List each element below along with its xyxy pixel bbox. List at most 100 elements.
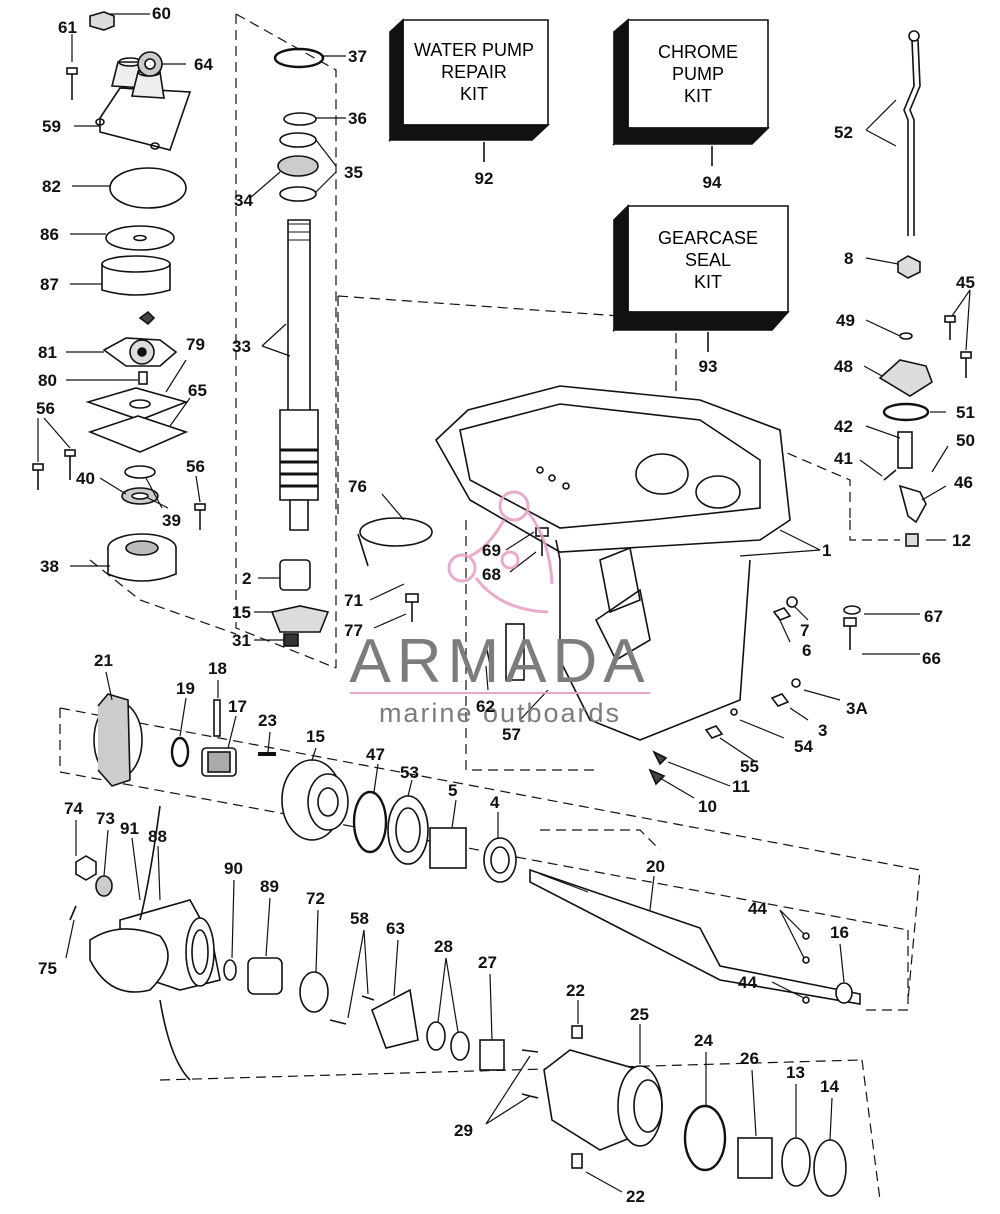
clutch-dog	[201, 747, 237, 777]
callout-36: 36	[348, 109, 367, 128]
water-pump-kit-box	[388, 18, 551, 143]
water-pump-kit-ref: 92	[475, 169, 494, 188]
callout-49: 49	[836, 311, 855, 330]
propeller-logo-icon	[447, 490, 554, 614]
callout-37: 37	[348, 47, 367, 66]
callout-22-top: 22	[566, 981, 585, 1000]
callout-5: 5	[448, 781, 457, 800]
callout-60: 60	[152, 4, 171, 23]
callout-48: 48	[834, 357, 853, 376]
bearing-housing	[543, 1049, 663, 1151]
callout-23: 23	[258, 711, 277, 730]
gearcase-seal-kit-line3: KIT	[694, 272, 722, 292]
callout-61: 61	[58, 18, 77, 37]
callout-42: 42	[834, 417, 853, 436]
watermark-brand: ARMADA	[349, 627, 650, 696]
callout-53: 53	[400, 763, 419, 782]
callout-50: 50	[956, 431, 975, 450]
callout-8: 8	[844, 249, 853, 268]
propeller	[89, 805, 221, 1081]
callout-88: 88	[148, 827, 167, 846]
callout-86: 86	[40, 225, 59, 244]
callout-45: 45	[956, 273, 975, 292]
callout-40: 40	[76, 469, 95, 488]
callout-47: 47	[366, 745, 385, 764]
callout-65: 65	[188, 381, 207, 400]
pump-liner	[101, 255, 171, 296]
armada-logo: ARMADA marine outboards	[349, 490, 650, 728]
callout-13: 13	[786, 1063, 805, 1082]
shift-bracket	[878, 359, 933, 397]
callout-29: 29	[454, 1121, 473, 1140]
callout-54: 54	[794, 737, 813, 756]
callout-2: 2	[242, 569, 251, 588]
callout-1: 1	[822, 541, 831, 560]
callout-41: 41	[834, 449, 853, 468]
callout-leader-lines	[37, 13, 971, 1193]
chrome-pump-kit-line3: KIT	[684, 86, 712, 106]
callout-89: 89	[260, 877, 279, 896]
callout-39: 39	[162, 511, 181, 530]
callout-3: 3	[818, 721, 827, 740]
callout-6: 6	[802, 641, 811, 660]
callout-21: 21	[94, 651, 113, 670]
callout-72: 72	[306, 889, 325, 908]
callout-24: 24	[694, 1031, 713, 1050]
impeller	[102, 310, 178, 367]
callout-91: 91	[120, 819, 139, 838]
pump-base-plate	[107, 533, 177, 582]
callout-52: 52	[834, 123, 853, 142]
callout-27: 27	[478, 953, 497, 972]
water-pump-kit-line2: REPAIR	[441, 62, 507, 82]
callout-56-left: 56	[36, 399, 55, 418]
callout-68: 68	[482, 565, 501, 584]
callout-74: 74	[64, 799, 83, 818]
callout-79: 79	[186, 335, 205, 354]
callout-73: 73	[96, 809, 115, 828]
gearcase-seal-kit-line2: SEAL	[685, 250, 731, 270]
gearcase-housing	[434, 385, 791, 741]
pump-bolts	[32, 449, 206, 530]
reverse-gear	[281, 759, 349, 841]
propeller-shaft	[529, 868, 861, 1005]
callout-19: 19	[176, 679, 195, 698]
callout-46: 46	[954, 473, 973, 492]
callout-63: 63	[386, 919, 405, 938]
callout-57: 57	[502, 725, 521, 744]
anode-plate	[359, 517, 433, 547]
callout-76: 76	[348, 477, 367, 496]
callout-10: 10	[698, 797, 717, 816]
callout-82: 82	[42, 177, 61, 196]
callout-16: 16	[830, 923, 849, 942]
callout-64: 64	[194, 55, 213, 74]
callout-56-right: 56	[186, 457, 205, 476]
callout-4: 4	[490, 793, 500, 812]
callout-26: 26	[740, 1049, 759, 1068]
callout-51: 51	[956, 403, 975, 422]
chrome-pump-kit-line1: CHROME	[658, 42, 738, 62]
callout-59: 59	[42, 117, 61, 136]
water-pump-kit-line3: KIT	[460, 84, 488, 104]
callout-33: 33	[232, 337, 251, 356]
callout-75: 75	[38, 959, 57, 978]
callout-38: 38	[40, 557, 59, 576]
callout-18: 18	[208, 659, 227, 678]
callout-80: 80	[38, 371, 57, 390]
chrome-pump-kit-box	[612, 18, 770, 147]
callout-20: 20	[646, 857, 665, 876]
pinion-gear	[270, 605, 330, 633]
callout-67: 67	[924, 607, 943, 626]
callout-34: 34	[234, 191, 253, 210]
callout-58: 58	[350, 909, 369, 928]
callout-15-bottom: 15	[306, 727, 325, 746]
callout-31: 31	[232, 631, 251, 650]
water-screen	[505, 623, 525, 681]
callout-28: 28	[434, 937, 453, 956]
water-pump-kit-line1: WATER PUMP	[414, 40, 534, 60]
gearcase-seal-kit-ref: 93	[699, 357, 718, 376]
callout-81: 81	[38, 343, 57, 362]
callout-55: 55	[740, 757, 759, 776]
callout-11: 11	[732, 777, 750, 796]
callout-15-top: 15	[232, 603, 251, 622]
chrome-pump-kit-ref: 94	[703, 173, 722, 192]
